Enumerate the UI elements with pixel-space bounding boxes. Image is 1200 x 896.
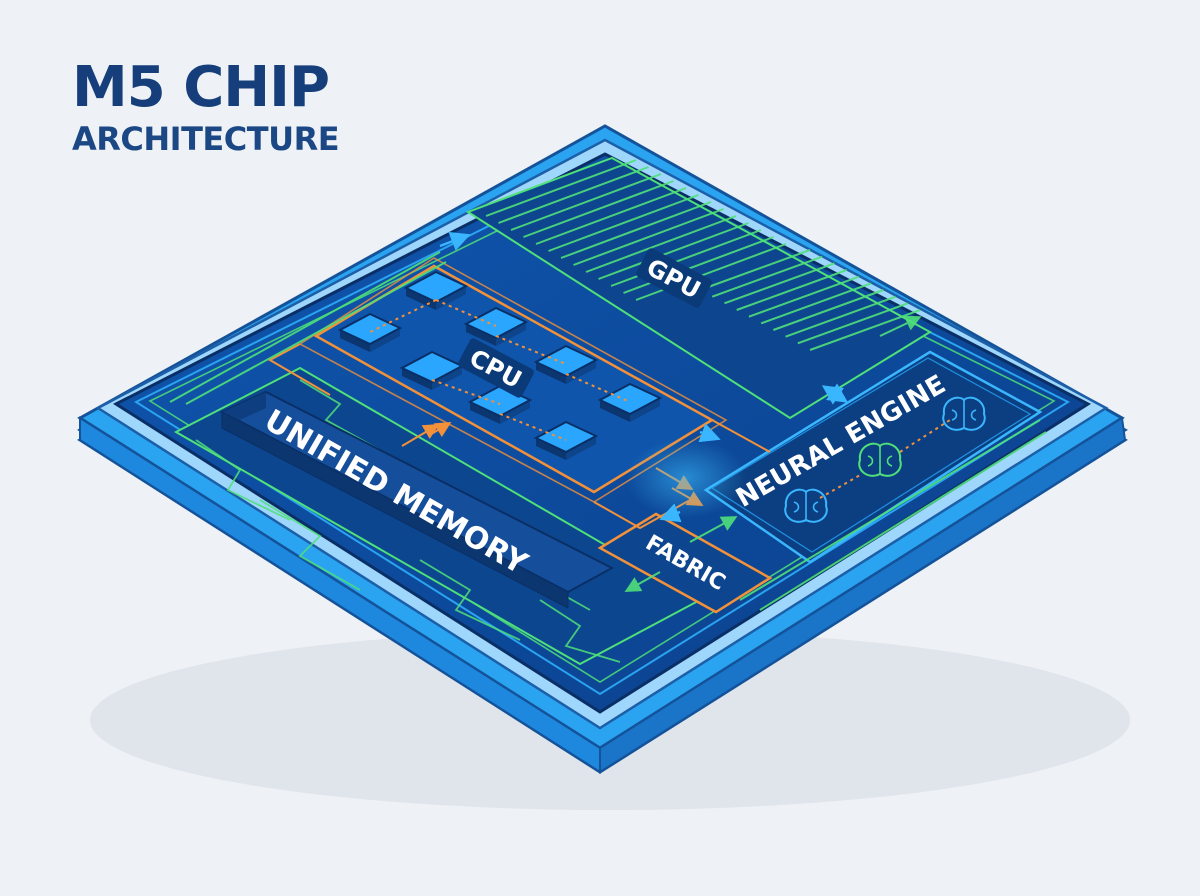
gpu-trace [535,187,687,245]
gpu-trace [797,302,909,345]
cpu-core [533,420,599,460]
gpu-trace [573,208,724,266]
gpu-trace [635,243,787,301]
gpu-trace [485,159,637,217]
gpu-trace [498,166,649,224]
memory-trace [259,499,361,591]
gpu-trace [724,262,835,305]
neural-connector [819,419,951,499]
gpu-trace [598,222,749,280]
cpu-label-group: CPU [458,338,534,398]
gpu-trace [623,236,774,294]
cpu-link [565,373,631,403]
gpu-trace [699,249,811,291]
cpu-core [399,350,465,390]
cpu-link [431,379,501,405]
gpu-trace [585,215,737,273]
cpu-link [499,413,567,441]
cpu-link [495,335,567,365]
brain-icon [784,488,828,523]
fabric-region [597,512,773,614]
gpu-trace [772,289,884,331]
cpu-core [533,344,599,384]
title-block: M5 CHIP ARCHITECTURE [72,55,340,159]
cpu-core [597,382,663,422]
gpu-trace [610,229,762,287]
green-traces [169,251,1047,611]
memory-trace [419,559,521,641]
diagram-subtitle: ARCHITECTURE [72,120,340,158]
gpu-trace [548,194,699,252]
brain-icon [942,396,986,431]
cpu-link [369,299,437,333]
unified-memory-region [173,366,703,666]
gpu-trace [711,255,823,298]
diagram-title: M5 CHIP [72,55,330,120]
memory-trace [299,379,381,451]
brain-icon [858,442,902,477]
gpu-trace [736,269,848,311]
gpu-trace [510,173,662,231]
gpu-trace [809,309,921,351]
cpu-core [337,312,403,352]
gpu-trace [785,295,896,338]
gpu-trace [560,201,712,259]
substrate-side-right [599,416,1127,774]
neural-engine-region [703,350,1043,564]
memory-trace [539,599,621,663]
gpu-trace [523,180,674,238]
memory-trace [195,439,291,521]
gpu-trace [760,282,872,325]
center-glow [626,438,746,518]
gpu-trace [748,275,860,318]
